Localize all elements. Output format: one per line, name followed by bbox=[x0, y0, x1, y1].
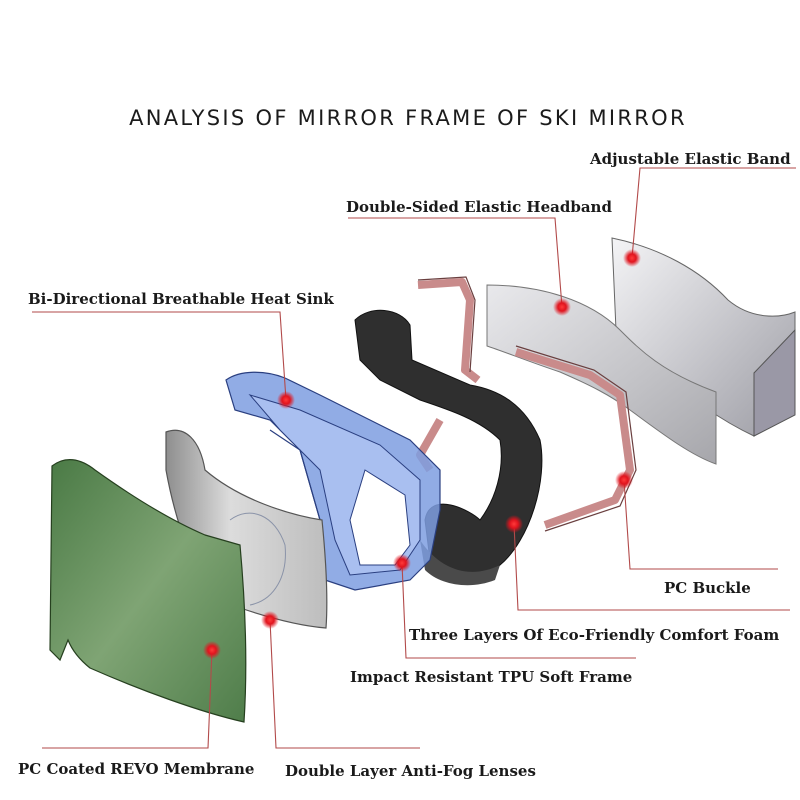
leader-headband bbox=[348, 217, 563, 308]
leader-pc-buckle bbox=[623, 479, 778, 570]
leader-comfort-foam bbox=[513, 523, 790, 611]
label-antifog-lenses: Double Layer Anti-Fog Lenses bbox=[285, 762, 536, 780]
diagram-title: ANALYSIS OF MIRROR FRAME OF SKI MIRROR bbox=[129, 106, 687, 130]
marker-pc-buckle bbox=[615, 471, 633, 489]
label-headband: Double-Sided Elastic Headband bbox=[346, 198, 612, 216]
leader-revo-membrane bbox=[42, 649, 213, 749]
label-comfort-foam: Three Layers Of Eco-Friendly Comfort Foa… bbox=[409, 626, 780, 644]
callout-markers bbox=[203, 249, 641, 659]
marker-heat-sink bbox=[277, 391, 295, 409]
label-pc-buckle: PC Buckle bbox=[664, 579, 751, 597]
marker-adjustable-band bbox=[623, 249, 641, 267]
leader-heat-sink bbox=[32, 311, 287, 401]
revo-membrane-shape bbox=[49, 459, 247, 723]
label-heat-sink: Bi-Directional Breathable Heat Sink bbox=[28, 290, 334, 308]
leader-adjustable-band bbox=[631, 167, 796, 259]
leader-tpu-frame bbox=[401, 562, 636, 659]
leader-antifog-lenses bbox=[269, 619, 420, 749]
pc-buckle-outline bbox=[417, 276, 637, 532]
label-adjustable-band: Adjustable Elastic Band bbox=[590, 150, 791, 168]
marker-comfort-foam bbox=[505, 515, 523, 533]
marker-revo-membrane bbox=[203, 641, 221, 659]
label-tpu-frame: Impact Resistant TPU Soft Frame bbox=[350, 668, 633, 686]
adjustable-band-shape bbox=[611, 237, 796, 437]
label-revo-membrane: PC Coated REVO Membrane bbox=[18, 760, 255, 778]
marker-tpu-frame bbox=[393, 554, 411, 572]
leader-lines bbox=[32, 167, 796, 749]
marker-headband bbox=[553, 298, 571, 316]
marker-antifog-lenses bbox=[261, 611, 279, 629]
comfort-foam-shape bbox=[354, 309, 543, 586]
